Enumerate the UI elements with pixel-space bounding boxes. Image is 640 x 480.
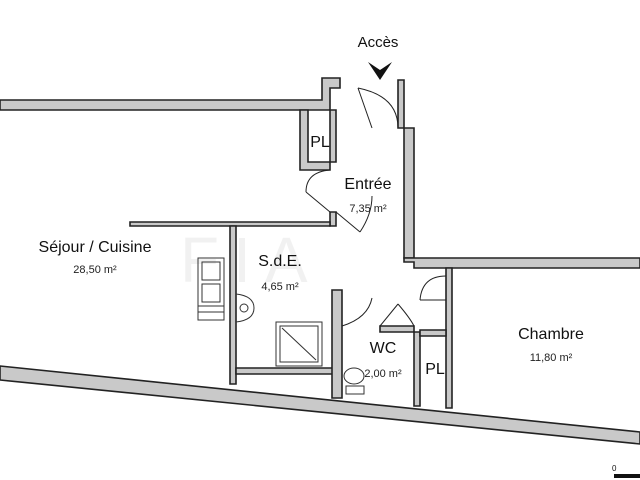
room-sejour-area: 28,50 m²	[73, 264, 117, 276]
door-wc	[379, 303, 415, 327]
wall-sde-south	[235, 367, 339, 375]
scale-label: 0	[612, 464, 617, 473]
door-entrance	[357, 87, 399, 129]
room-chambre-area: 11,80 m²	[530, 352, 573, 364]
room-entree-area: 7,35 m²	[349, 203, 387, 215]
room-wc-area: 2,00 m²	[364, 368, 402, 380]
room-sde-name: S.d.E.	[258, 253, 302, 270]
wall-wc-east	[413, 331, 421, 407]
wall-pl-bottom-north	[419, 329, 447, 337]
wall-entree-east	[403, 127, 415, 259]
door-sejour	[305, 169, 331, 213]
wall-bottom-exterior	[0, 365, 640, 445]
room-pl-bottom-name: PL	[425, 361, 445, 378]
shower	[275, 321, 323, 367]
scale-bar: 0	[612, 464, 640, 478]
washbasin	[235, 293, 255, 323]
toilet	[343, 367, 365, 395]
wall-entrance-right	[397, 79, 405, 129]
room-sde-area: 4,65 m²	[261, 281, 299, 293]
door-chambre	[419, 275, 447, 301]
kitchen-sink	[197, 257, 225, 321]
wall-sejour-partition	[129, 221, 331, 227]
access-arrow-icon	[368, 62, 392, 80]
wall-wc-west	[331, 289, 343, 399]
wall-pl-bottom-east	[445, 267, 453, 409]
door-sde	[341, 296, 373, 327]
room-entree-name: Entrée	[344, 176, 391, 193]
wall-wc-north	[379, 325, 415, 333]
room-wc-name: WC	[370, 340, 397, 357]
room-chambre-name: Chambre	[518, 326, 584, 343]
room-sejour-name: Séjour / Cuisine	[39, 239, 152, 256]
door-entree-lower	[335, 195, 373, 233]
access-label: Accès	[358, 34, 399, 51]
wall-entree-west	[329, 109, 337, 163]
wall-sde-west	[229, 225, 237, 385]
wall-chambre-top	[403, 257, 640, 269]
room-pl-top-name: PL	[310, 134, 330, 151]
wall-top-left	[0, 77, 341, 111]
watermark: FIA	[180, 224, 322, 296]
wall-entree-west-lower	[329, 211, 337, 227]
